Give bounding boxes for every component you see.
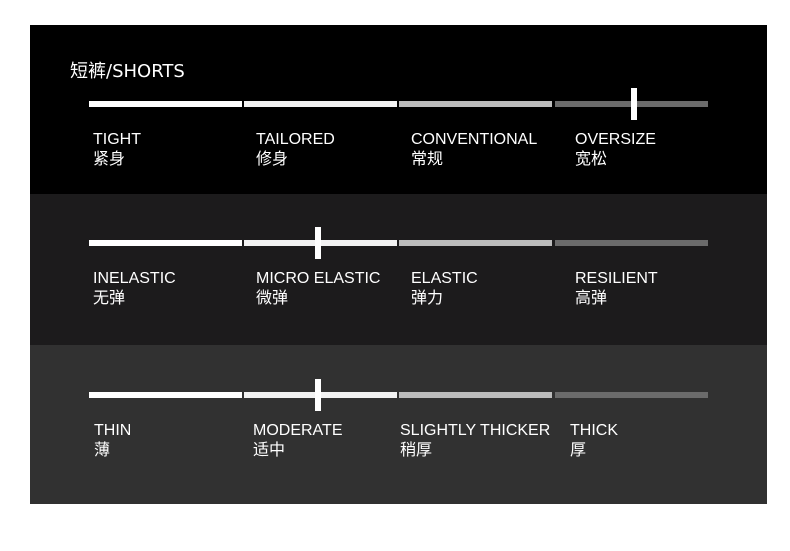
label-cn: 弹力 bbox=[411, 290, 444, 307]
scale-label: ELASTIC 弹力 bbox=[411, 269, 478, 309]
label-en: CONVENTIONAL bbox=[411, 131, 538, 148]
label-en: ELASTIC bbox=[411, 270, 478, 287]
label-cn: 微弹 bbox=[256, 290, 289, 307]
label-cn: 无弹 bbox=[93, 290, 126, 307]
scale-label: THICK 厚 bbox=[570, 421, 618, 461]
panel-thickness bbox=[30, 345, 767, 504]
page-title: 短裤/SHORTS bbox=[70, 61, 185, 82]
label-en: INELASTIC bbox=[93, 270, 176, 287]
fit-marker bbox=[630, 88, 637, 120]
label-en: THIN bbox=[94, 422, 132, 439]
label-cn: 薄 bbox=[94, 442, 111, 459]
label-cn: 修身 bbox=[256, 151, 289, 168]
label-en: TIGHT bbox=[93, 131, 141, 148]
label-cn: 紧身 bbox=[93, 151, 126, 168]
scale-label: OVERSIZE 宽松 bbox=[575, 130, 656, 170]
label-cn: 厚 bbox=[570, 442, 587, 459]
scale-segment bbox=[89, 392, 242, 398]
label-cn: 常规 bbox=[411, 151, 444, 168]
label-cn: 高弹 bbox=[575, 290, 608, 307]
elasticity-marker bbox=[315, 227, 322, 259]
label-en: THICK bbox=[570, 422, 618, 439]
scale-label: THIN 薄 bbox=[94, 421, 131, 461]
scale-segment bbox=[89, 101, 242, 107]
scale-label: TIGHT 紧身 bbox=[93, 130, 141, 170]
label-en: TAILORED bbox=[256, 131, 335, 148]
scale-label: MICRO ELASTIC 微弹 bbox=[256, 269, 380, 309]
scale-label: TAILORED 修身 bbox=[256, 130, 335, 170]
panel-fit: 短裤/SHORTS bbox=[30, 25, 767, 194]
scale-label: MODERATE 适中 bbox=[253, 421, 342, 461]
scale-label: CONVENTIONAL 常规 bbox=[411, 130, 537, 170]
scale-segment bbox=[399, 101, 552, 107]
label-cn: 稍厚 bbox=[400, 442, 433, 459]
scale-segment bbox=[399, 240, 552, 246]
scale-label: RESILIENT 高弹 bbox=[575, 269, 658, 309]
scale-label: SLIGHTLY THICKER 稍厚 bbox=[400, 421, 550, 461]
thickness-marker bbox=[315, 379, 322, 411]
scale-segment bbox=[399, 392, 552, 398]
label-cn: 宽松 bbox=[575, 151, 608, 168]
label-en: MODERATE bbox=[253, 422, 343, 439]
scale-label: INELASTIC 无弹 bbox=[93, 269, 176, 309]
scale-segment bbox=[244, 101, 397, 107]
label-cn: 适中 bbox=[253, 442, 286, 459]
panel-elasticity bbox=[30, 194, 767, 345]
label-en: RESILIENT bbox=[575, 270, 658, 287]
scale-segment bbox=[555, 392, 708, 398]
scale-segment bbox=[555, 240, 708, 246]
label-en: OVERSIZE bbox=[575, 131, 656, 148]
label-en: SLIGHTLY THICKER bbox=[400, 422, 551, 439]
label-en: MICRO ELASTIC bbox=[256, 270, 381, 287]
scale-segment bbox=[89, 240, 242, 246]
